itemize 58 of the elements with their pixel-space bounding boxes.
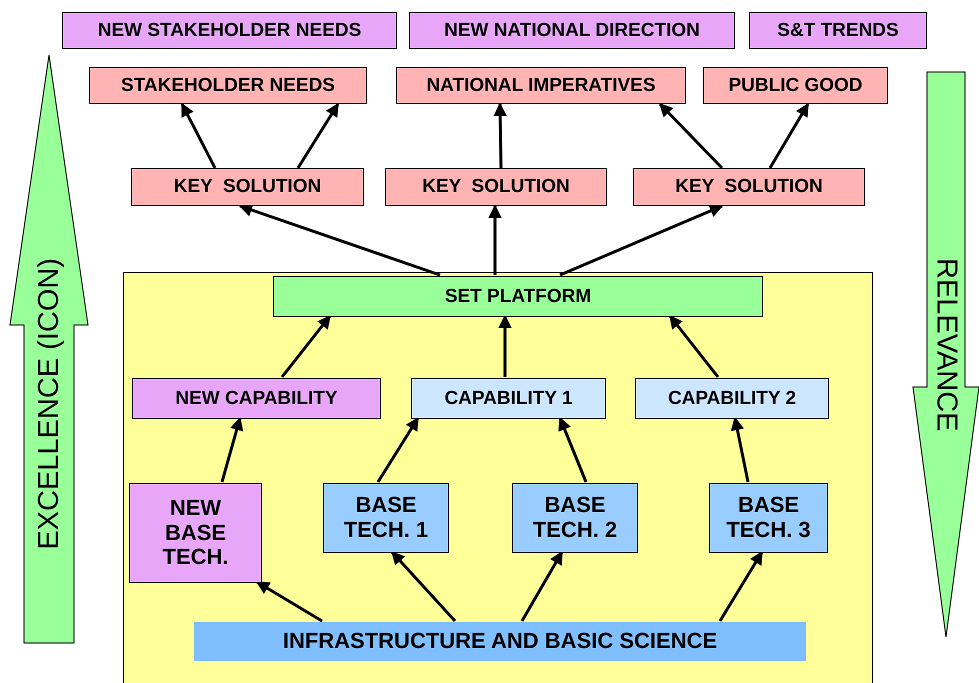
node-label: NEW NATIONAL DIRECTION [444,20,700,42]
node-label: STAKEHOLDER NEEDS [121,74,335,96]
process-box [132,378,381,419]
arrow [558,416,588,483]
arrow [376,416,420,483]
arrow [559,204,724,276]
arrow-label: RELEVANCE [930,258,962,432]
node-label: CAPABILITY 1 [444,388,573,410]
arrow [768,102,810,169]
node-label: INFRASTRUCTURE AND BASIC SCIENCE [282,629,718,654]
arrow [668,314,720,378]
process-box [385,168,607,206]
process-box [409,12,735,49]
node-label: NEW CAPABILITY [175,388,338,410]
arrow [256,580,323,622]
node-label: KEY SOLUTION [675,176,823,198]
node-label: BASE TECH. 2 [532,493,618,543]
node-label: KEY SOLUTION [422,176,570,198]
process-box [512,483,638,553]
process-box [131,168,364,206]
node-label: BASE TECH. 3 [725,493,812,543]
process-box [273,276,763,317]
node-label: NATIONAL IMPERATIVES [426,74,656,96]
process-box [62,12,397,49]
arrow-label: EXCELLENCE (ICON) [32,258,66,550]
process-box [323,483,449,553]
node-label: CAPABILITY 2 [668,388,796,410]
arrow [520,550,564,622]
node-label: NEW BASE TECH. [162,496,230,570]
node-label: PUBLIC GOOD [728,74,863,96]
process-box [709,483,828,553]
node-label: NEW STAKEHOLDER NEEDS [98,20,362,42]
arrow [498,314,512,377]
arrow [180,102,216,169]
arrow [488,204,502,275]
process-box [89,67,367,104]
arrow [390,550,456,622]
node-label: BASE TECH. 1 [342,493,430,543]
process-box [749,12,927,49]
arrow [718,550,764,622]
arrow [238,204,440,276]
process-box [396,67,686,104]
arrow [730,416,750,482]
node-label: SET PLATFORM [444,286,592,308]
arrow [280,314,332,378]
arrow [493,102,507,168]
process-box [703,67,888,104]
process-box [129,483,262,583]
platform-panel [123,272,873,683]
process-box [194,622,806,661]
node-label: KEY SOLUTION [174,176,322,198]
process-box [633,168,865,206]
node-label: S&T TRENDS [777,20,899,42]
process-box [635,378,829,419]
arrow [658,102,724,170]
process-box [411,378,606,419]
arrow [296,102,340,169]
arrow [220,416,244,482]
